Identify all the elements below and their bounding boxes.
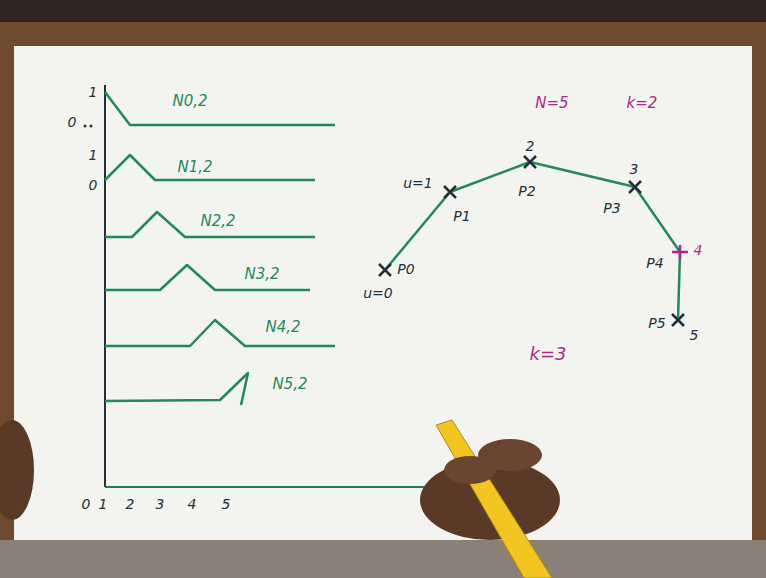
knot-label: 4 [694, 243, 703, 257]
curve-label: N5,2 [272, 377, 307, 392]
basis-curve [105, 212, 315, 237]
knot-label: 3 [630, 162, 639, 176]
curve-label: N4,2 [265, 320, 300, 335]
curve-label: N3,2 [244, 267, 279, 282]
axis-number: 1 [99, 497, 108, 511]
board-frame [752, 22, 766, 552]
basis-curve [105, 265, 310, 290]
tick-label: 0 [89, 178, 98, 192]
horizontal-axis [105, 486, 445, 488]
knot-label: 2 [526, 139, 535, 153]
wall [0, 0, 766, 24]
point-mark [672, 245, 688, 259]
point-label: P4 [646, 256, 663, 270]
curve-label: N0,2 [172, 94, 207, 109]
point-mark [672, 314, 684, 326]
point-mark [524, 156, 536, 168]
axis-number: 2 [126, 497, 135, 511]
floor [0, 540, 766, 578]
knot-label: u=0 [363, 286, 393, 300]
basis-curve [105, 373, 248, 405]
point-label: P2 [518, 184, 535, 198]
control-points [379, 156, 688, 326]
tick-label: 0 [68, 115, 77, 129]
dot [90, 125, 93, 128]
hand [0, 420, 34, 520]
tick-label: 1 [89, 85, 98, 99]
axis-number: 4 [188, 497, 197, 511]
finger [478, 439, 542, 471]
point-label: P0 [397, 262, 414, 276]
parameter-label: k=3 [530, 345, 567, 363]
axis-number: 5 [222, 497, 231, 511]
dot [84, 125, 87, 128]
control-polygon [385, 162, 680, 320]
axis-number: 3 [156, 497, 165, 511]
curve-label: N2,2 [200, 214, 235, 229]
board-frame [0, 22, 766, 48]
point-mark [629, 181, 641, 193]
point-mark [444, 186, 456, 198]
tick-label: 1 [89, 148, 98, 162]
dots [84, 125, 93, 128]
point-label: P1 [453, 209, 470, 223]
knot-label: 5 [690, 328, 699, 342]
axes [105, 85, 445, 487]
parameter-label: k=2 [627, 96, 658, 111]
vertical-axis [104, 85, 106, 487]
point-label: P5 [648, 316, 665, 330]
basis-curve [105, 155, 315, 180]
parameter-label: N=5 [535, 96, 568, 111]
basis-curves [105, 92, 335, 405]
curve-label: N1,2 [177, 160, 212, 175]
point-label: P3 [603, 201, 620, 215]
marker [436, 420, 552, 578]
control-polyline [385, 162, 680, 320]
board-surface [14, 46, 752, 540]
hand-and-marker [0, 420, 560, 578]
basis-curve [105, 320, 335, 346]
basis-curve [105, 92, 335, 125]
point-mark [379, 264, 391, 276]
knot-label: u=1 [403, 176, 433, 190]
axis-number: 0 [82, 497, 91, 511]
